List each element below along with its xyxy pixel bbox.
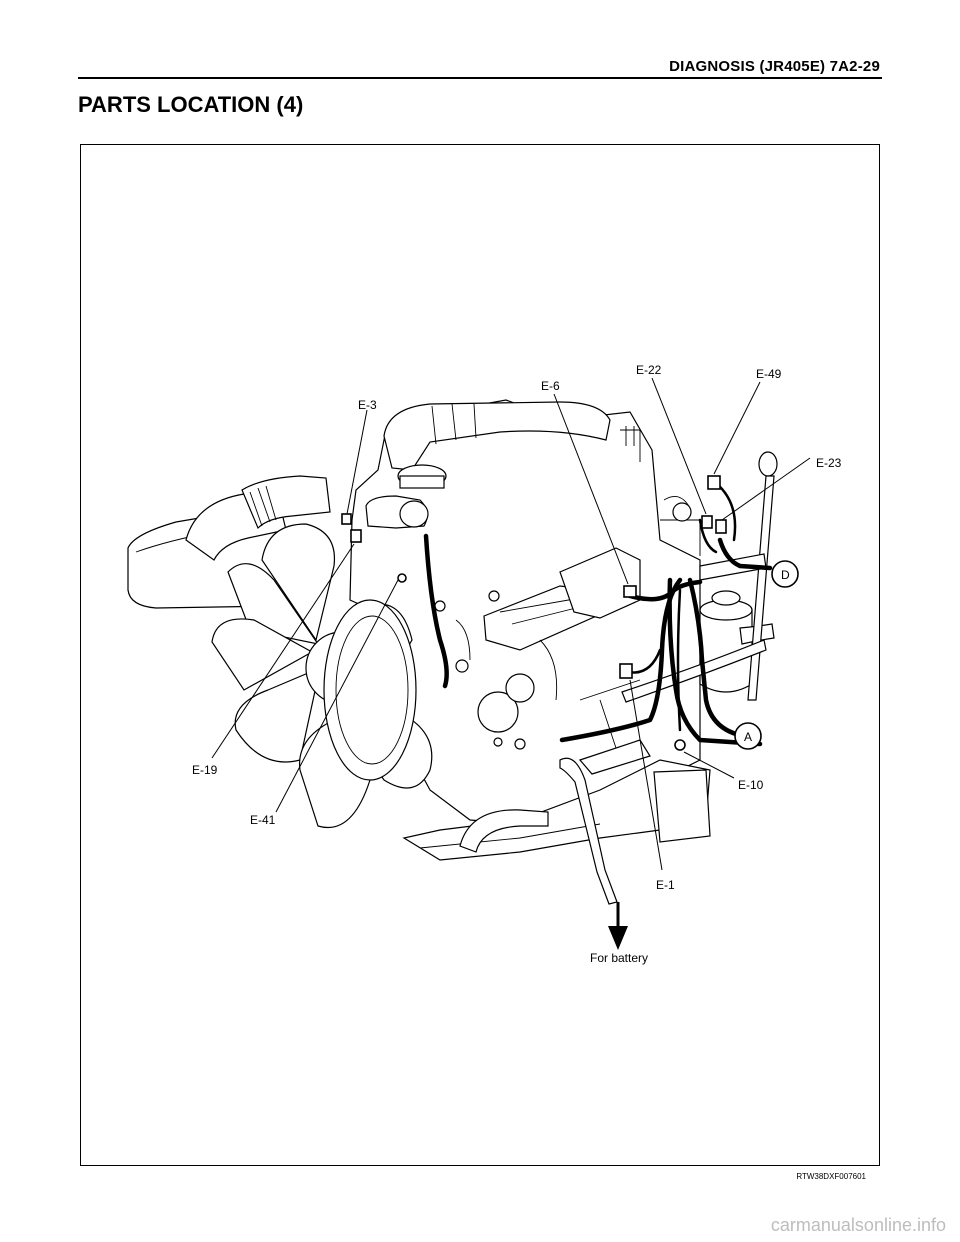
connector-e3 — [341, 513, 352, 525]
label-e41: E-41 — [250, 813, 276, 827]
leader-lines — [211, 377, 811, 871]
label-d: D — [781, 568, 790, 582]
page-header-title: DIAGNOSIS (JR405E) 7A2-29 — [669, 58, 880, 75]
connector-e1 — [619, 663, 633, 679]
label-e6: E-6 — [541, 379, 560, 393]
label-a: A — [744, 730, 752, 744]
engine-block — [349, 399, 701, 831]
wiring-harness — [423, 478, 773, 747]
connector-e41-ring — [397, 573, 407, 583]
figure-code: RTW38DXF007601 — [796, 1172, 866, 1181]
connector-e22 — [701, 515, 713, 529]
connector-e19-e41 — [350, 529, 362, 543]
label-e19: E-19 — [192, 763, 218, 777]
label-e23: E-23 — [816, 456, 842, 470]
connector-e10 — [674, 739, 686, 751]
connector-e23 — [715, 519, 727, 534]
label-e22: E-22 — [636, 363, 662, 377]
connectors — [341, 475, 727, 751]
label-for-battery: For battery — [590, 951, 648, 965]
connector-e49 — [707, 475, 721, 490]
transmission-lower — [402, 759, 711, 861]
section-title: PARTS LOCATION (4) — [78, 92, 304, 117]
cooling-fan — [211, 523, 433, 828]
label-e3: E-3 — [358, 398, 377, 412]
header-rule — [78, 77, 882, 79]
label-e10: E-10 — [738, 778, 764, 792]
figure-frame — [80, 144, 880, 1166]
connector-e6 — [623, 585, 637, 598]
label-e1: E-1 — [656, 878, 675, 892]
ps-reservoir — [699, 590, 775, 693]
battery-arrow — [608, 902, 628, 950]
label-e49: E-49 — [756, 367, 782, 381]
watermark: carmanualsonline.info — [770, 1215, 946, 1235]
